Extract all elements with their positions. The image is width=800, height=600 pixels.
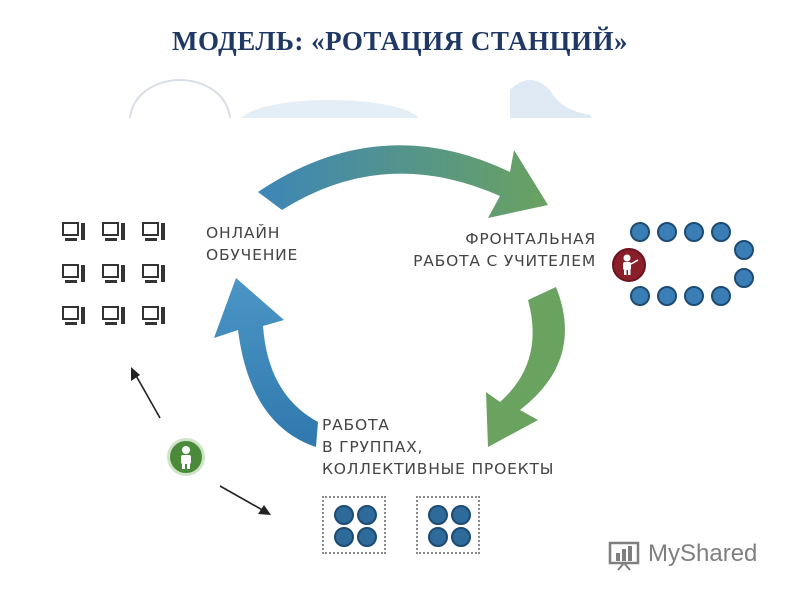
logo-icon <box>608 541 640 571</box>
station-label-online: ОНЛАЙН ОБУЧЕНИЕ <box>206 224 299 264</box>
computer-icon <box>102 264 125 283</box>
student-seat-icon <box>630 286 650 306</box>
computer-icon <box>142 222 165 241</box>
teacher-icon <box>612 248 646 282</box>
diagram-panel <box>40 118 775 568</box>
student-seat-icon <box>734 240 754 260</box>
slide-title: МОДЕЛЬ: «РОТАЦИЯ СТАНЦИЙ» <box>172 26 628 56</box>
student-seat-icon <box>334 505 354 525</box>
computer-icon <box>142 306 165 325</box>
station-label-groups: РАБОТА В ГРУППАХ, КОЛЛЕКТИВНЫЕ ПРОЕКТЫ <box>322 416 555 478</box>
group-table <box>416 496 480 554</box>
student-seat-icon <box>451 505 471 525</box>
group-table <box>322 496 386 554</box>
arrow-frontal-to-groups <box>486 287 565 447</box>
arrow-groups-to-online <box>214 278 318 447</box>
student-seat-icon <box>451 527 471 547</box>
computer-icon <box>142 264 165 283</box>
pointer-arrow-up <box>133 371 161 419</box>
student-seat-icon <box>711 286 731 306</box>
student-seat-icon <box>657 222 677 242</box>
student-seat-icon <box>428 505 448 525</box>
logo-text: MyShared <box>648 540 758 567</box>
tutor-icon <box>167 438 205 476</box>
student-seat-icon <box>334 527 354 547</box>
student-seat-icon <box>684 222 704 242</box>
computer-icon <box>102 306 125 325</box>
arrow-online-to-frontal <box>258 145 548 218</box>
computer-icon <box>62 222 85 241</box>
student-seat-icon <box>630 222 650 242</box>
computer-icon <box>102 222 125 241</box>
student-seat-icon <box>734 268 754 288</box>
station-label-frontal: ФРОНТАЛЬНАЯ РАБОТА С УЧИТЕЛЕМ <box>413 230 596 270</box>
pointer-arrow-down <box>219 485 267 513</box>
student-seat-icon <box>357 527 377 547</box>
computer-icon <box>62 264 85 283</box>
computer-icon <box>62 306 85 325</box>
student-seat-icon <box>711 222 731 242</box>
student-seat-icon <box>657 286 677 306</box>
student-seat-icon <box>684 286 704 306</box>
myshared-logo: MyShared <box>608 536 757 572</box>
student-seat-icon <box>357 505 377 525</box>
student-seat-icon <box>428 527 448 547</box>
